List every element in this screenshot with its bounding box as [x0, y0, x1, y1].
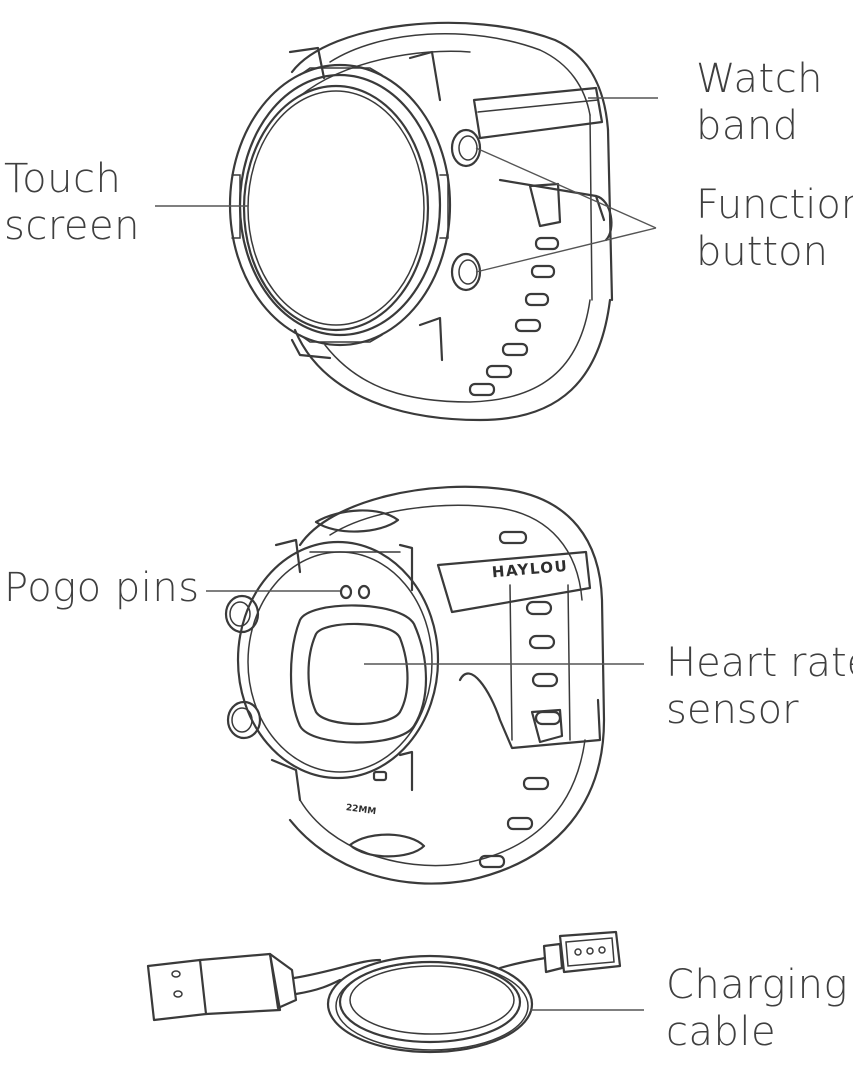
watch-front — [228, 21, 614, 422]
watch-band-bottom — [293, 298, 612, 422]
usb-plug — [146, 952, 298, 1022]
label-heart-rate-sensor: Heart rate sensor — [666, 640, 853, 734]
charging-cable — [146, 930, 622, 1054]
label-watch-band: Watch band — [696, 56, 823, 150]
band-size-text: 22MM — [345, 803, 377, 817]
touch-screen — [242, 84, 430, 332]
watch-band-top — [290, 21, 610, 132]
heart-rate-sensor — [289, 604, 428, 744]
watch-band-top-inner — [329, 33, 591, 116]
label-touch-screen: Touch screen — [4, 156, 140, 250]
cable-coil-outer — [326, 954, 534, 1054]
label-watch-band-line2: band — [696, 103, 799, 149]
leader-function-top — [475, 147, 657, 229]
function-button-bottom — [450, 252, 482, 292]
label-function-button: Function button — [696, 182, 853, 276]
label-function-button-line1: Function — [696, 182, 853, 228]
back-function-button-top — [224, 594, 260, 634]
label-heart-rate-sensor-line2: sensor — [666, 687, 799, 733]
pogo-pins — [339, 584, 371, 600]
watch-case — [228, 63, 452, 347]
label-charging-cable-line1: Charging — [666, 962, 849, 1008]
label-touch-screen-line2: screen — [4, 203, 140, 249]
band-keeper — [472, 86, 604, 140]
label-pogo-pins: Pogo pins — [4, 565, 200, 612]
leader-lines — [155, 97, 658, 1011]
function-button-top — [450, 128, 482, 168]
label-charging-cable-line2: cable — [666, 1009, 777, 1055]
leader-function-bottom — [475, 227, 657, 273]
brand-text: HAYLOU — [491, 557, 569, 582]
label-charging-cable: Charging cable — [666, 962, 848, 1056]
label-watch-band-line1: Watch — [696, 56, 824, 102]
label-pogo-pins-line1: Pogo pins — [4, 565, 200, 611]
watch-back-band — [288, 485, 606, 885]
back-function-button-bottom — [226, 700, 262, 740]
watch-back: HAYLOU — [224, 485, 606, 885]
band-keeper-back — [436, 550, 592, 614]
magnetic-charger-head — [542, 930, 622, 974]
buckle — [458, 672, 602, 750]
label-heart-rate-sensor-line1: Heart rate — [666, 640, 853, 686]
watch-band-holes — [468, 236, 560, 397]
watch-case-back — [236, 540, 440, 780]
label-function-button-line2: button — [696, 229, 828, 275]
label-touch-screen-line1: Touch — [4, 156, 122, 202]
watch-back-band-holes — [478, 530, 562, 869]
